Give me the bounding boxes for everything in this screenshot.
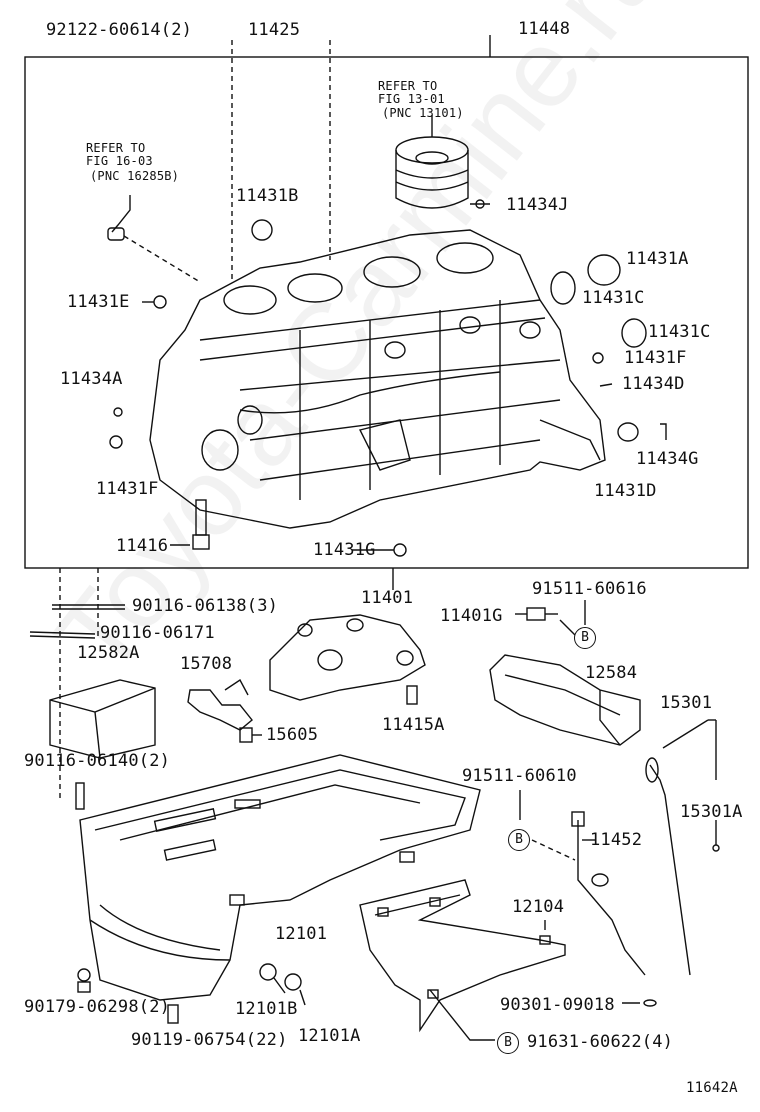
stud-90116-06140 xyxy=(75,782,85,810)
part-label-11434A[interactable]: 11434A xyxy=(60,369,123,389)
ref2-line2: FIG 16-03 xyxy=(86,154,153,168)
ref2-line1: REFER TO xyxy=(86,141,146,155)
plug-12101A xyxy=(284,973,302,991)
plug-11431F-1 xyxy=(592,352,604,364)
stud-90116-06138 xyxy=(52,604,125,610)
part-label-15301[interactable]: 15301 xyxy=(660,693,713,713)
part-label-11431E[interactable]: 11431E xyxy=(67,292,130,312)
part-label-90116-06140[interactable]: 90116-06140(2) xyxy=(24,751,171,771)
part-label-92122-60614[interactable]: 92122-60614(2) xyxy=(46,20,193,40)
part-label-12101A[interactable]: 12101A xyxy=(298,1026,361,1046)
plug-90179 xyxy=(77,968,91,982)
ref1-line2: FIG 13-01 xyxy=(378,92,445,106)
part-label-11431B[interactable]: 11431B xyxy=(236,186,299,206)
guide-11452 xyxy=(577,820,646,976)
bolt-11416 xyxy=(192,499,210,550)
part-label-11431A[interactable]: 11431A xyxy=(626,249,689,269)
oil-pan-12101 xyxy=(79,754,481,1001)
part-label-11431G[interactable]: 11431G xyxy=(313,540,376,560)
part-label-11434G[interactable]: 11434G xyxy=(636,449,699,469)
plug-11431C-2 xyxy=(621,318,647,348)
piston-drawing xyxy=(395,115,469,209)
plug-11431B xyxy=(251,219,273,241)
crankcase-cover-drawing xyxy=(269,614,426,701)
dipstick-15301 xyxy=(649,764,691,976)
part-label-90301-09018[interactable]: 90301-09018 xyxy=(500,995,615,1015)
sensor-drawing xyxy=(107,195,201,283)
callout-b-1[interactable]: B xyxy=(574,627,596,649)
part-label-91511-60610[interactable]: 91511-60610 xyxy=(462,766,577,786)
part-label-15708[interactable]: 15708 xyxy=(180,654,233,674)
plug-11434A xyxy=(113,407,123,417)
plug-11431A xyxy=(587,254,621,286)
ref1-line3: (PNC 13101) xyxy=(382,106,464,120)
part-label-11431D[interactable]: 11431D xyxy=(594,481,657,501)
plug-15605 xyxy=(239,727,253,743)
part-label-11431F-2[interactable]: 11431F xyxy=(96,479,159,499)
part-label-12101B[interactable]: 12101B xyxy=(235,999,298,1019)
cylinder-block-drawing xyxy=(149,229,606,529)
part-label-12584[interactable]: 12584 xyxy=(585,663,638,683)
part-label-15301A[interactable]: 15301A xyxy=(680,802,743,822)
part-label-11401[interactable]: 11401 xyxy=(361,588,414,608)
ref1-line1: REFER TO xyxy=(378,79,438,93)
plug-11431D xyxy=(617,422,639,442)
part-label-11448[interactable]: 11448 xyxy=(518,19,571,39)
gasket-12101B xyxy=(259,963,277,981)
stud-90116-06171 xyxy=(29,631,96,639)
part-label-11434J[interactable]: 11434J xyxy=(506,195,569,215)
plug-11431F-2 xyxy=(109,435,123,449)
part-label-11431F-1[interactable]: 11431F xyxy=(624,348,687,368)
part-label-11431C-1[interactable]: 11431C xyxy=(582,288,645,308)
part-label-11416[interactable]: 11416 xyxy=(116,536,169,556)
bracket-15708 xyxy=(187,689,253,731)
part-label-11434D[interactable]: 11434D xyxy=(622,374,685,394)
part-label-11425[interactable]: 11425 xyxy=(248,20,301,40)
part-label-90119-06754[interactable]: 90119-06754(22) xyxy=(131,1030,288,1050)
plug-11431E xyxy=(153,295,167,309)
plug-11434D xyxy=(599,383,613,387)
pan-12104 xyxy=(359,879,566,1033)
bolt-90119 xyxy=(167,1004,179,1024)
part-label-90179-06298[interactable]: 90179-06298(2) xyxy=(24,997,171,1017)
callout-b-2[interactable]: B xyxy=(508,829,530,851)
part-label-12582A[interactable]: 12582A xyxy=(77,643,140,663)
part-label-15605[interactable]: 15605 xyxy=(266,725,319,745)
part-label-12104[interactable]: 12104 xyxy=(512,897,565,917)
part-label-11401G[interactable]: 11401G xyxy=(440,606,503,626)
part-label-11452[interactable]: 11452 xyxy=(590,830,643,850)
gasket-90301 xyxy=(643,999,657,1007)
insulator-12582A xyxy=(49,679,156,759)
baffle-12584 xyxy=(489,654,641,746)
part-label-12101[interactable]: 12101 xyxy=(275,924,328,944)
callout-b-3[interactable]: B xyxy=(497,1032,519,1054)
diagram-code: 11642A xyxy=(686,1080,738,1096)
plug-11431C-1 xyxy=(550,271,576,305)
plug-11434G xyxy=(660,423,667,440)
part-label-90116-06138[interactable]: 90116-06138(3) xyxy=(132,596,279,616)
ref2-line3: (PNC 16285B) xyxy=(90,169,180,183)
part-label-90116-06171[interactable]: 90116-06171 xyxy=(100,623,215,643)
engine-block-frame xyxy=(24,56,749,569)
part-label-91511-60616[interactable]: 91511-60616 xyxy=(532,579,647,599)
sensor-11401G xyxy=(515,607,576,636)
part-label-91631-60622[interactable]: 91631-60622(4) xyxy=(527,1032,674,1052)
bolt-11415A xyxy=(406,685,418,705)
part-label-11431C-2[interactable]: 11431C xyxy=(648,322,711,342)
part-label-11415A[interactable]: 11415A xyxy=(382,715,445,735)
plug-11431G xyxy=(393,543,407,557)
